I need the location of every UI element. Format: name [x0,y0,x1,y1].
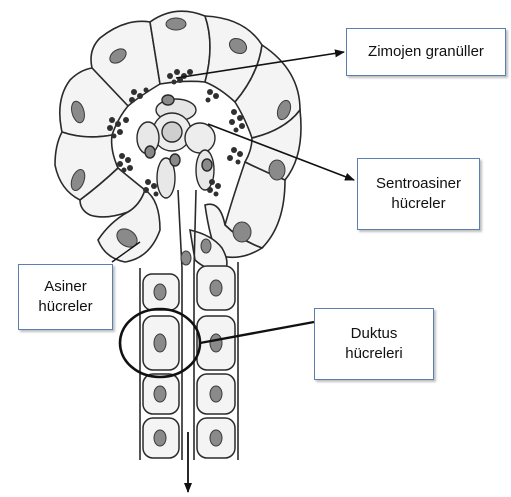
centroacinar-nucleus [145,146,155,158]
centroacinar-cells-label: Sentroasiner hücreler [357,158,480,230]
nucleus [166,18,186,30]
centroacinar-nucleus [162,95,174,105]
acinar-cells-label: Asiner hücreler [18,264,113,330]
centroacinar-nucleus [202,159,212,171]
centroacinar-cell-nucleus [162,122,182,142]
centroacinar-cell [185,123,215,153]
zimojen-granules-label: Zimojen granüller [346,28,506,76]
nucleus [233,222,251,242]
nucleus [269,160,285,180]
duct-cells-label: Duktus hücreleri [314,308,434,380]
centroacinar-nucleus [170,154,180,166]
